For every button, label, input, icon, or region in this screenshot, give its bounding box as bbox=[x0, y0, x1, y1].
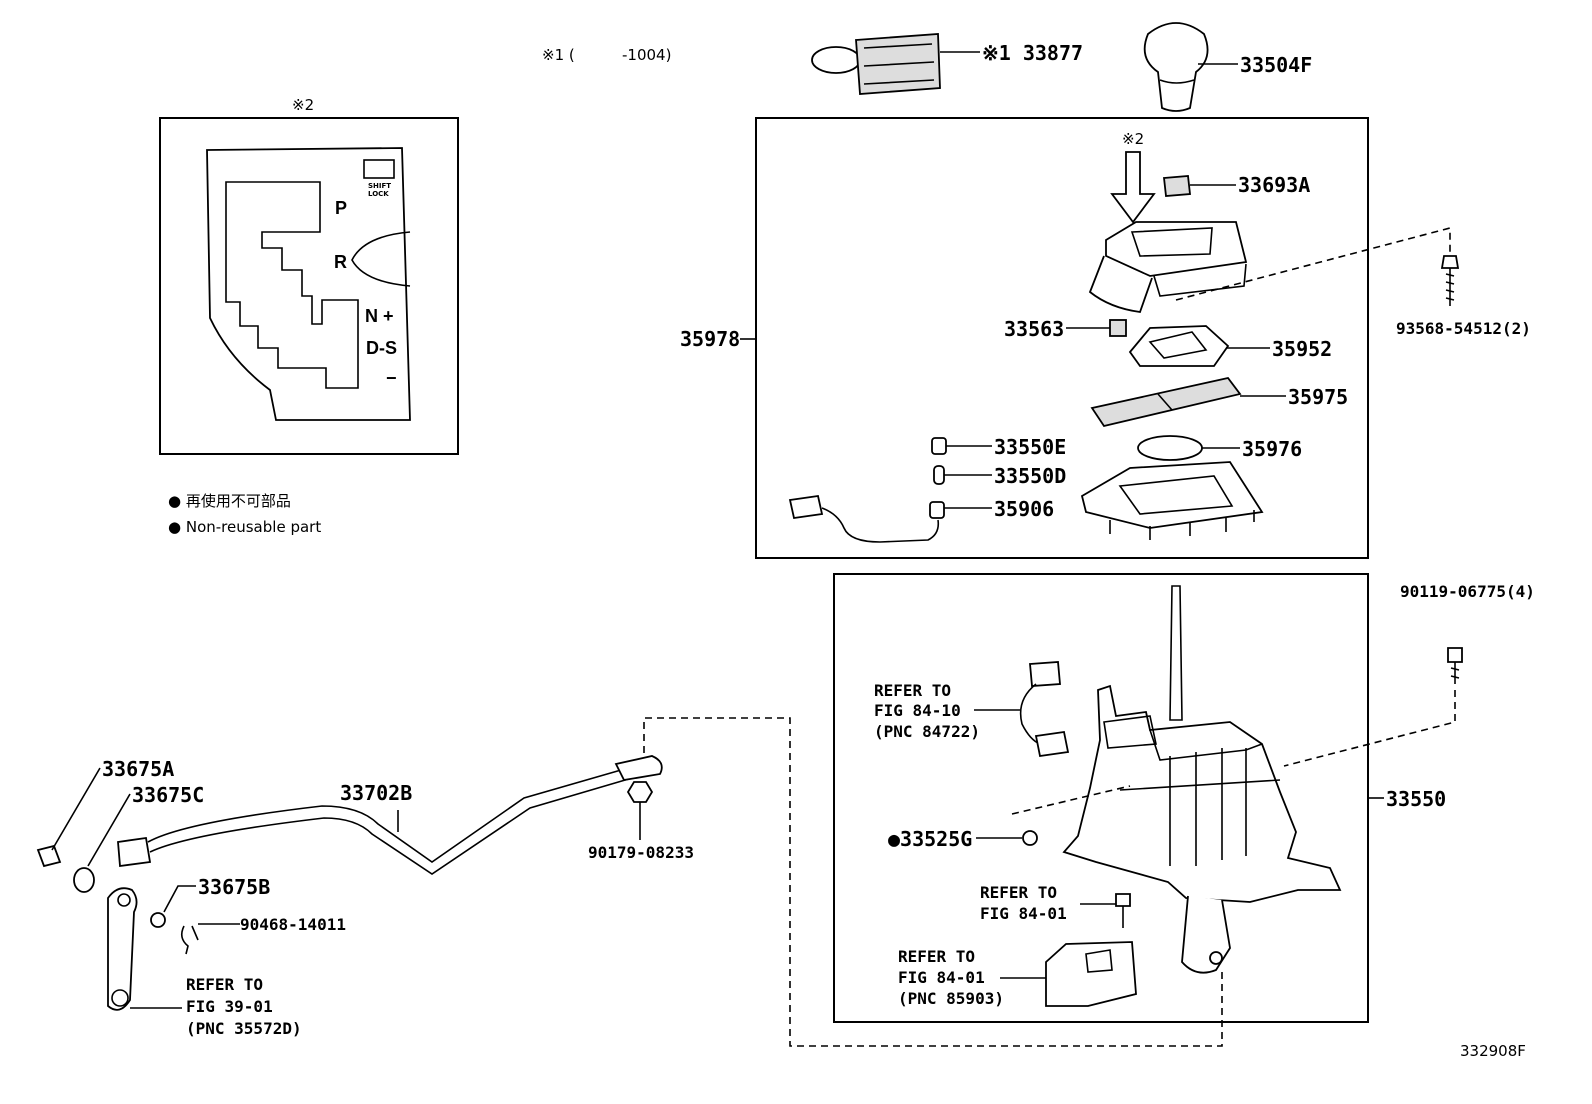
part-93568: 93568-54512(2) bbox=[1396, 319, 1531, 338]
lock-clip-33693A bbox=[1163, 175, 1191, 197]
switch-85903 bbox=[1045, 941, 1137, 1007]
ref-1-line-3: (PNC 84722) bbox=[874, 722, 980, 741]
gate-inset-frame bbox=[159, 117, 459, 455]
ref-4-line-3: (PNC 35572D) bbox=[186, 1019, 302, 1038]
part-33693A: 33693A bbox=[1238, 173, 1310, 197]
shift-lock-label-1: SHIFT bbox=[368, 182, 391, 190]
gear-n: N + bbox=[365, 306, 394, 326]
gear-p: P bbox=[335, 198, 347, 218]
legend-english: ● Non-reusable part bbox=[168, 518, 321, 536]
note-1-label: ※1 ( bbox=[542, 46, 575, 64]
part-35952: 35952 bbox=[1272, 337, 1332, 361]
ref-4-line-1: REFER TO bbox=[186, 975, 263, 994]
bushing-33675A bbox=[36, 844, 62, 868]
part-33877: ※1 33877 bbox=[982, 41, 1083, 65]
retainer-33525G bbox=[1022, 830, 1038, 846]
figure-code: 332908F bbox=[1460, 1042, 1526, 1060]
indicator-housing bbox=[1088, 221, 1248, 313]
legend-japanese: ● 再使用不可部品 bbox=[168, 492, 291, 510]
clip-90468 bbox=[180, 925, 199, 955]
shift-knob-33504F bbox=[1143, 22, 1209, 112]
gear-r: R bbox=[334, 252, 347, 272]
bushing-33675B bbox=[150, 912, 166, 928]
position-indicator-box bbox=[755, 117, 1369, 559]
part-33702B: 33702B bbox=[340, 781, 412, 805]
nut-90179 bbox=[626, 781, 654, 803]
part-90119: 90119-06775(4) bbox=[1400, 582, 1535, 601]
part-33550E: 33550E bbox=[994, 435, 1066, 459]
ref-1-line-1: REFER TO bbox=[874, 681, 951, 700]
part-33504F: 33504F bbox=[1240, 53, 1312, 77]
gear-minus: − bbox=[386, 368, 397, 388]
direction-arrow bbox=[1110, 151, 1156, 224]
part-35975: 35975 bbox=[1288, 385, 1348, 409]
screw-ref-84-01 bbox=[1115, 893, 1131, 928]
bulb-socket-33563 bbox=[1109, 319, 1127, 337]
ref-2-line-2: FIG 84-01 bbox=[980, 904, 1067, 923]
part-33563: 33563 bbox=[1004, 317, 1064, 341]
part-90179: 90179-08233 bbox=[588, 843, 694, 862]
part-33525G: ●33525G bbox=[888, 827, 972, 851]
slide-cover-35975 bbox=[1090, 376, 1242, 428]
ref-1-line-2: FIG 84-10 bbox=[874, 701, 961, 720]
shift-lock-label-2: LOCK bbox=[368, 190, 389, 198]
bulb-33550D bbox=[933, 465, 945, 485]
bolt-90119 bbox=[1447, 647, 1463, 684]
note-1-range: -1004) bbox=[622, 46, 671, 64]
part-33675A: 33675A bbox=[102, 757, 174, 781]
ref-4-line-2: FIG 39-01 bbox=[186, 997, 273, 1016]
shift-lever-arm bbox=[107, 887, 138, 1011]
shift-lever-assembly bbox=[1062, 585, 1342, 974]
inset-mark: ※2 bbox=[292, 96, 314, 114]
cover-35976 bbox=[1137, 435, 1203, 461]
part-33550: 33550 bbox=[1386, 787, 1446, 811]
part-33675B: 33675B bbox=[198, 875, 270, 899]
indicator-plate-35952 bbox=[1128, 325, 1230, 367]
ref-3-line-2: FIG 84-01 bbox=[898, 968, 985, 987]
control-cable-33702B bbox=[117, 755, 663, 875]
screw-93568 bbox=[1440, 255, 1460, 306]
part-35976: 35976 bbox=[1242, 437, 1302, 461]
ref-3-line-3: (PNC 85903) bbox=[898, 989, 1004, 1008]
ref-2-line-1: REFER TO bbox=[980, 883, 1057, 902]
indicator-base bbox=[1080, 461, 1264, 540]
part-33675C: 33675C bbox=[132, 783, 204, 807]
ref-3-line-1: REFER TO bbox=[898, 947, 975, 966]
wire-harness-35906 bbox=[788, 494, 945, 543]
indicator-plate-33877 bbox=[811, 33, 941, 95]
part-90468: 90468-14011 bbox=[240, 915, 346, 934]
bulb-33550E bbox=[931, 437, 947, 455]
part-35978: 35978 bbox=[680, 327, 740, 351]
part-35906: 35906 bbox=[994, 497, 1054, 521]
arrow-mark: ※2 bbox=[1122, 130, 1144, 148]
shift-gate-panel bbox=[206, 147, 411, 421]
bushing-33675C bbox=[73, 867, 95, 893]
part-33550D: 33550D bbox=[994, 464, 1066, 488]
harness-connector-84722 bbox=[1019, 661, 1070, 758]
gear-ds: D-S bbox=[366, 338, 397, 358]
